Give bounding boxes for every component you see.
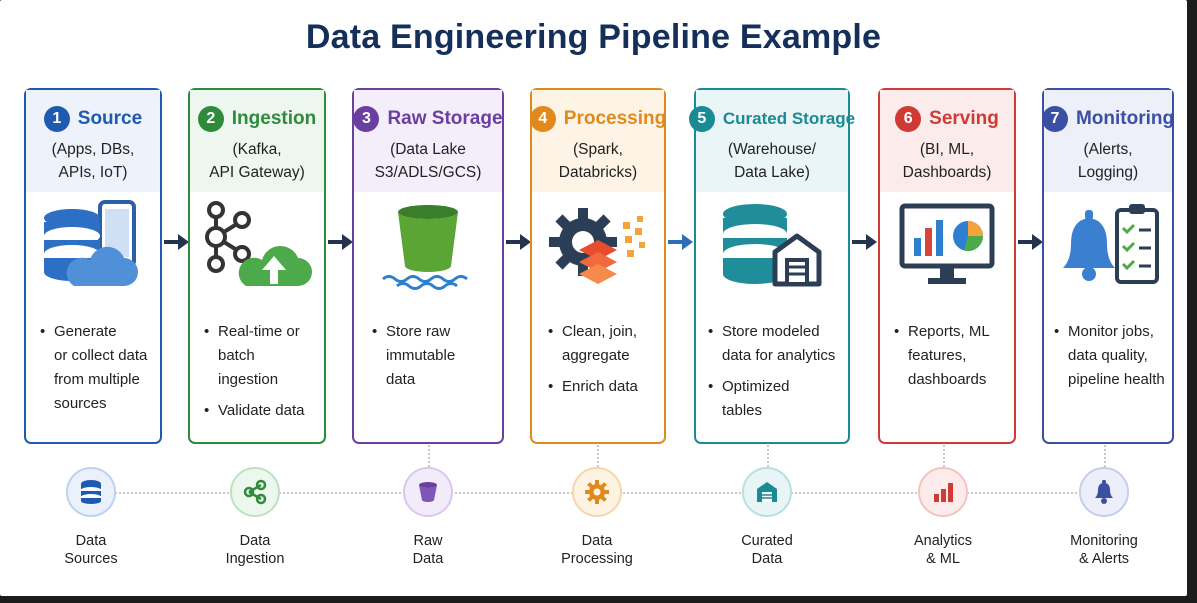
step-number-badge: 5 <box>688 106 715 132</box>
stage-bullets: Reports, ML features, dashboards <box>894 320 1008 399</box>
stage-card-serving: 6 Serving (BI, ML, Dashboards) Reports, M… <box>878 88 1016 444</box>
bullet-item: Clean, join, aggregate <box>548 320 658 368</box>
arrow-right-icon <box>328 234 353 250</box>
bullet-item: Reports, ML features, dashboards <box>894 320 1008 392</box>
stage-header: 4 Processing (Spark, Databricks) <box>529 90 667 192</box>
stage-title: Ingestion <box>231 108 317 129</box>
bullet-item: Validate data <box>204 399 318 423</box>
database-icon <box>66 467 116 517</box>
stage-title: Monitoring <box>1075 108 1175 129</box>
arrow-right-icon <box>668 234 693 250</box>
stage-card-ingestion: 2 Ingestion (Kafka, API Gateway) <box>188 88 326 444</box>
stage-title: Curated Storage <box>722 109 856 128</box>
bullet-item: Generate or collect data from multiple s… <box>40 320 154 416</box>
page-title: Data Engineering Pipeline Example <box>305 18 882 56</box>
arrow-right-icon <box>1018 234 1043 250</box>
stage-bullets: Clean, join, aggregate Enrich data <box>548 320 658 406</box>
bullet-item: Store modeled data for analytics <box>708 320 842 368</box>
stage-bullets: Real-time or batch ingestion Validate da… <box>204 320 318 430</box>
stage-header: 6 Serving (BI, ML, Dashboards) <box>880 90 1014 192</box>
bullet-item: Enrich data <box>548 375 658 399</box>
stage-header: 3 Raw Storage (Data Lake S3/ADLS/GCS) <box>353 90 503 192</box>
stage-subtitle: (Data Lake S3/ADLS/GCS) <box>374 141 482 181</box>
stage-header: 1 Source (Apps, DBs, APIs, IoT) <box>26 90 160 192</box>
warehouse-icon <box>742 467 792 517</box>
bell-checklist-icon <box>1044 200 1172 300</box>
stage-bullets: Monitor jobs, data quality, pipeline hea… <box>1054 320 1166 399</box>
vertical-connector <box>1104 445 1106 467</box>
bottom-label: Data Ingestion <box>225 533 285 567</box>
stage-card-processing: 4 Processing (Spark, Databricks) <box>529 88 667 444</box>
dashboard-monitor-icon <box>880 200 1014 300</box>
bullet-item: Optimized tables <box>708 375 842 423</box>
stage-subtitle: (BI, ML, Dashboards) <box>902 141 992 181</box>
bottom-label: Raw Data <box>412 533 444 567</box>
arrow-right-icon <box>164 234 189 250</box>
share-icon <box>230 467 280 517</box>
stage-title: Source <box>77 108 143 129</box>
stage-subtitle: (Spark, Databricks) <box>558 141 638 181</box>
bar-chart-icon <box>918 467 968 517</box>
stage-bullets: Generate or collect data from multiple s… <box>40 320 154 423</box>
step-number-badge: 2 <box>197 106 224 132</box>
bell-icon <box>1079 467 1129 517</box>
gear-layers-icon <box>532 200 664 300</box>
stage-header: 7 Monitoring (Alerts, Logging) <box>1041 90 1175 192</box>
database-phone-cloud-icon <box>26 200 160 300</box>
step-number-badge: 3 <box>353 106 380 132</box>
vertical-connector <box>767 445 769 467</box>
stage-subtitle: (Kafka, API Gateway) <box>209 141 305 181</box>
bucket-icon <box>403 467 453 517</box>
bullet-item: Real-time or batch ingestion <box>204 320 318 392</box>
database-warehouse-icon <box>696 200 848 300</box>
bottom-label: Data Sources <box>64 533 118 567</box>
bottom-label: Curated Data <box>741 533 793 567</box>
vertical-connector <box>943 445 945 467</box>
stage-card-raw-storage: 3 Raw Storage (Data Lake S3/ADLS/GCS) Sto… <box>352 88 504 444</box>
bottom-label: Data Processing <box>561 533 633 567</box>
bullet-item: Store raw immutable data <box>372 320 496 392</box>
step-number-badge: 6 <box>895 106 922 132</box>
stage-card-source: 1 Source (Apps, DBs, APIs, IoT) Generate … <box>24 88 162 444</box>
stage-bullets: Store modeled data for analytics Optimiz… <box>708 320 842 430</box>
stage-title: Serving <box>929 108 999 129</box>
stage-subtitle: (Warehouse/ Data Lake) <box>727 141 817 181</box>
bullet-item: Monitor jobs, data quality, pipeline hea… <box>1054 320 1166 392</box>
stage-subtitle: (Apps, DBs, APIs, IoT) <box>51 141 135 181</box>
stage-bullets: Store raw immutable data <box>372 320 496 399</box>
step-number-badge: 4 <box>529 106 556 132</box>
stage-card-monitoring: 7 Monitoring (Alerts, Logging) Monitor jo… <box>1041 88 1175 444</box>
gear-icon <box>572 467 622 517</box>
vertical-connector <box>428 445 430 467</box>
bucket-icon <box>354 200 502 300</box>
arrow-right-icon <box>852 234 877 250</box>
arrow-right-icon <box>506 234 531 250</box>
bottom-label: Analytics & ML <box>913 533 973 567</box>
stage-subtitle: (Alerts, Logging) <box>1077 141 1139 181</box>
vertical-connector <box>597 445 599 467</box>
kafka-cloud-upload-icon <box>190 200 324 300</box>
stage-header: 2 Ingestion (Kafka, API Gateway) <box>190 90 324 192</box>
step-number-badge: 1 <box>43 106 70 132</box>
stage-title: Raw Storage <box>387 108 503 129</box>
bottom-label: Monitoring & Alerts <box>1070 533 1138 567</box>
stage-header: 5 Curated Storage (Warehouse/ Data Lake) <box>688 90 855 192</box>
stage-title: Processing <box>563 108 667 129</box>
step-number-badge: 7 <box>1041 106 1068 132</box>
